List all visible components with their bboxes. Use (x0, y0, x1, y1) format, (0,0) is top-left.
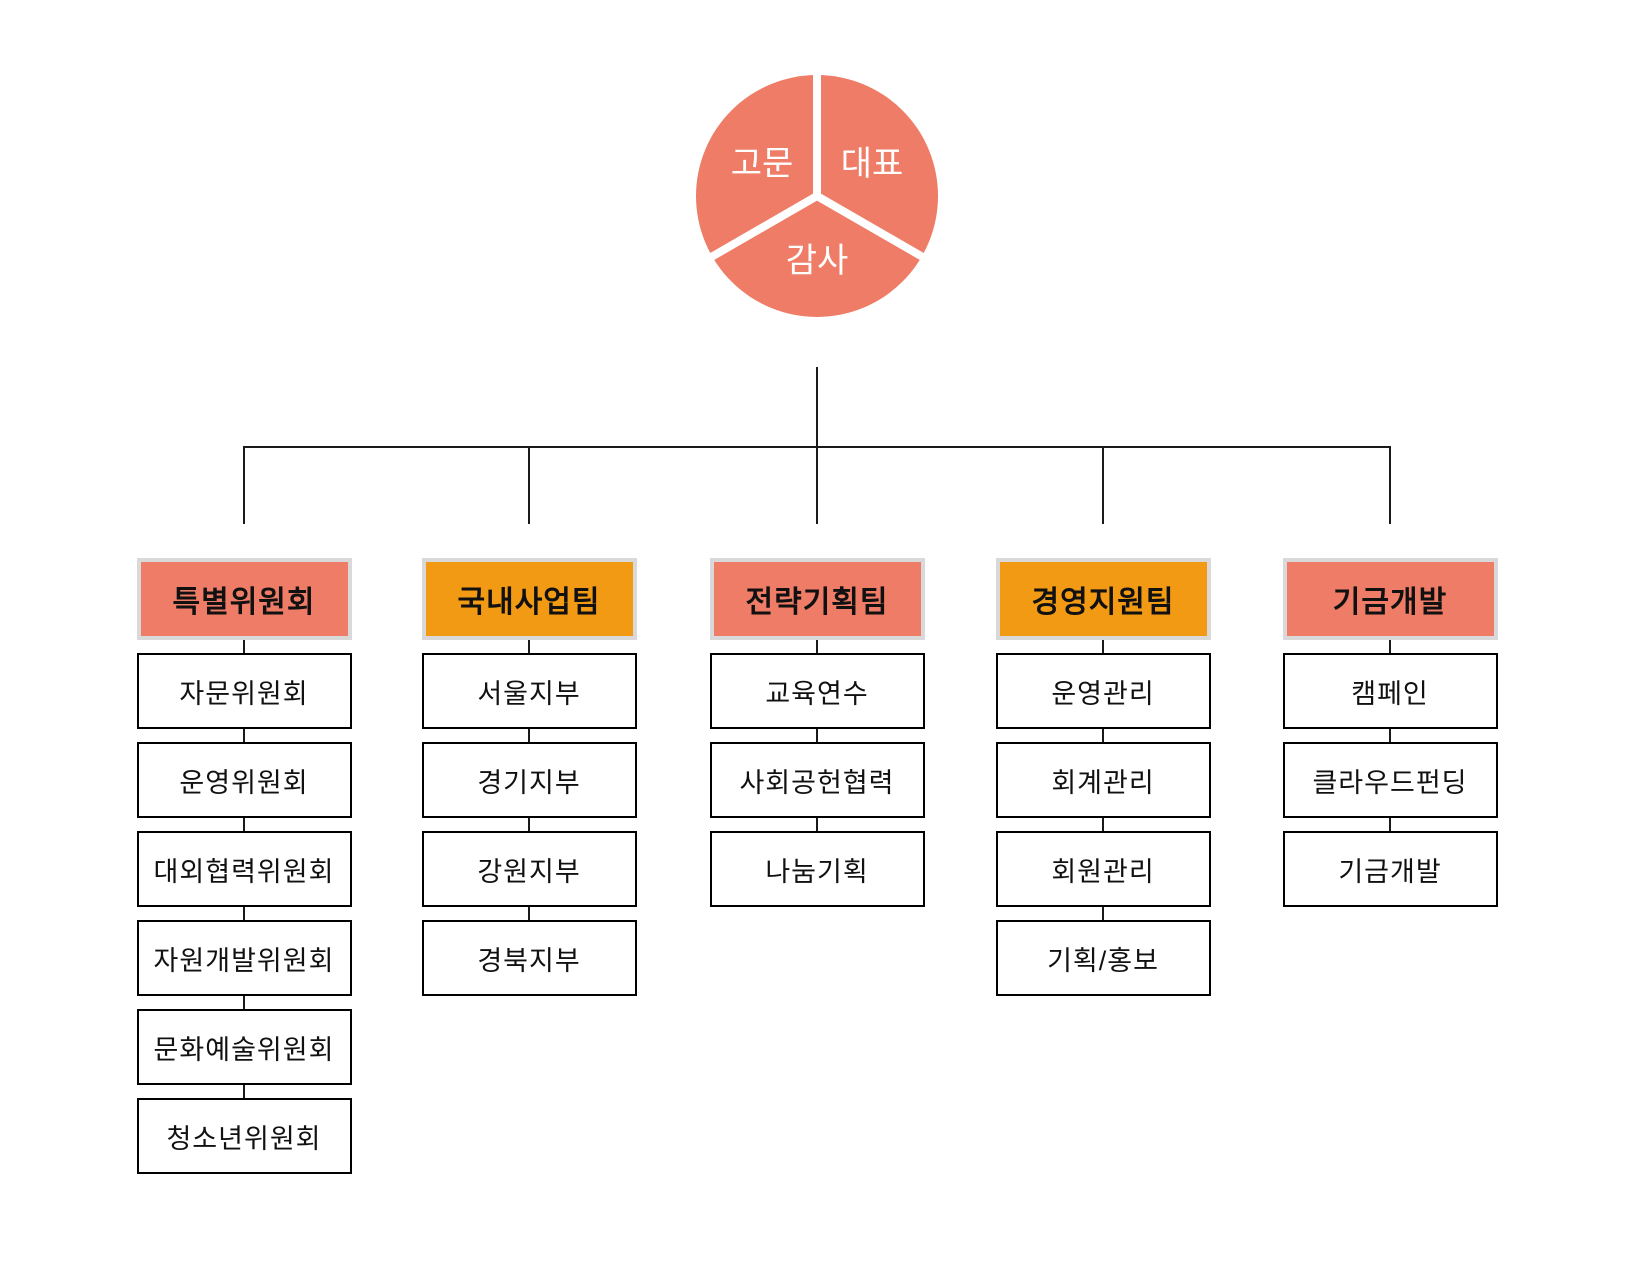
connector-item-vertical (1102, 907, 1104, 920)
org-unit-box: 서울지부 (421, 653, 637, 729)
org-unit: 강원지부 (421, 818, 637, 907)
org-unit: 운영위원회 (136, 729, 352, 818)
org-unit: 기금개발 (1282, 818, 1498, 907)
org-unit: 문화예술위원회 (136, 996, 352, 1085)
org-unit-box: 기획/홍보 (995, 920, 1211, 996)
connector-item-vertical (1102, 640, 1104, 653)
org-unit-box: 회계관리 (995, 742, 1211, 818)
pie-label-auditor: 감사 (786, 242, 849, 280)
pie-divider-lower-left (704, 192, 819, 264)
org-unit-box: 자원개발위원회 (136, 920, 352, 996)
org-unit: 청소년위원회 (136, 1085, 352, 1174)
org-unit-box: 문화예술위원회 (136, 1009, 352, 1085)
leadership-pie: 고문 대표 감사 (696, 68, 938, 317)
org-unit-box: 경북지부 (421, 920, 637, 996)
org-unit: 클라우드펀딩 (1282, 729, 1498, 818)
org-unit: 교육연수 (709, 640, 925, 729)
pie-label-representative: 대표 (841, 145, 904, 183)
connector-item-vertical (243, 1085, 245, 1098)
org-unit: 사회공헌협력 (709, 729, 925, 818)
connector-item-vertical (816, 818, 818, 831)
connector-drop (528, 446, 530, 524)
org-unit: 서울지부 (421, 640, 637, 729)
column-header: 특별위원회 (136, 558, 352, 640)
connector-item-vertical (243, 907, 245, 920)
connector-item-vertical (528, 640, 530, 653)
org-unit-box: 나눔기획 (709, 831, 925, 907)
connector-item-vertical (1389, 640, 1391, 653)
org-unit-box: 기금개발 (1282, 831, 1498, 907)
org-unit: 운영관리 (995, 640, 1211, 729)
connector-item-vertical (816, 729, 818, 742)
connector-item-vertical (528, 907, 530, 920)
connector-item-vertical (1389, 729, 1391, 742)
connector-item-vertical (528, 818, 530, 831)
connector-drop (1102, 446, 1104, 524)
connector-drop (243, 446, 245, 524)
connector-stub-vertical (816, 367, 818, 447)
connector-item-vertical (816, 640, 818, 653)
column-header: 국내사업팀 (421, 558, 637, 640)
org-unit-box: 회원관리 (995, 831, 1211, 907)
org-unit: 경기지부 (421, 729, 637, 818)
org-unit-box: 청소년위원회 (136, 1098, 352, 1174)
connector-item-vertical (243, 640, 245, 653)
org-unit: 회계관리 (995, 729, 1211, 818)
org-unit: 나눔기획 (709, 818, 925, 907)
connector-item-vertical (243, 729, 245, 742)
connector-item-vertical (1102, 818, 1104, 831)
connector-drop (1389, 446, 1391, 524)
pie-divider-lower-right (815, 192, 930, 264)
connector-item-vertical (528, 729, 530, 742)
org-unit-box: 운영관리 (995, 653, 1211, 729)
org-unit-box: 대외협력위원회 (136, 831, 352, 907)
column-header: 기금개발 (1282, 558, 1498, 640)
org-unit-box: 사회공헌협력 (709, 742, 925, 818)
org-unit-box: 클라우드펀딩 (1282, 742, 1498, 818)
org-unit-box: 경기지부 (421, 742, 637, 818)
org-unit-box: 강원지부 (421, 831, 637, 907)
connector-item-vertical (1102, 729, 1104, 742)
connector-item-vertical (1389, 818, 1391, 831)
pie-label-advisor: 고문 (731, 145, 794, 183)
org-unit: 자원개발위원회 (136, 907, 352, 996)
org-unit: 대외협력위원회 (136, 818, 352, 907)
connector-item-vertical (243, 818, 245, 831)
org-unit: 경북지부 (421, 907, 637, 996)
org-unit-box: 교육연수 (709, 653, 925, 729)
org-unit-box: 자문위원회 (136, 653, 352, 729)
column-header: 경영지원팀 (995, 558, 1211, 640)
org-unit: 캠페인 (1282, 640, 1498, 729)
org-unit: 기획/홍보 (995, 907, 1211, 996)
org-unit: 자문위원회 (136, 640, 352, 729)
connector-item-vertical (243, 996, 245, 1009)
org-unit-box: 운영위원회 (136, 742, 352, 818)
connector-drop (816, 446, 818, 524)
org-unit: 회원관리 (995, 818, 1211, 907)
org-unit-box: 캠페인 (1282, 653, 1498, 729)
column-header: 전략기획팀 (709, 558, 925, 640)
